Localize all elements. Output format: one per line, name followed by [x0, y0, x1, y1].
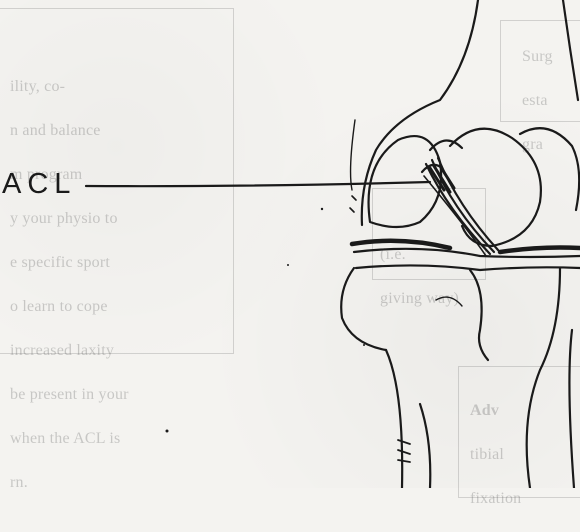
joint-line-lower	[356, 265, 580, 270]
soft-tissue-marks	[350, 196, 356, 212]
knee-joint-drawing	[0, 0, 580, 488]
tibial-spine	[470, 270, 488, 360]
hatch-marks	[398, 440, 410, 462]
soft-tissue-left	[351, 120, 355, 190]
bleed-line: fixation	[470, 488, 521, 510]
tibial-detail	[436, 297, 462, 306]
fibula-outline	[569, 330, 574, 488]
tibial-plateau	[341, 268, 386, 350]
meniscus-left	[352, 241, 450, 248]
femur-outline-right	[563, 0, 578, 100]
tibia-shaft-left	[386, 350, 402, 488]
tibia-shaft-inner	[420, 404, 430, 488]
femur-outline-left	[362, 0, 478, 225]
femoral-condyle-far-right	[520, 128, 579, 210]
femoral-condyle-right	[450, 129, 541, 246]
acl-leader-line	[86, 182, 430, 186]
joint-line-upper	[354, 249, 580, 257]
meniscus-right	[500, 248, 580, 253]
ink-specks	[166, 208, 366, 433]
tibia-shaft-right	[527, 268, 560, 488]
